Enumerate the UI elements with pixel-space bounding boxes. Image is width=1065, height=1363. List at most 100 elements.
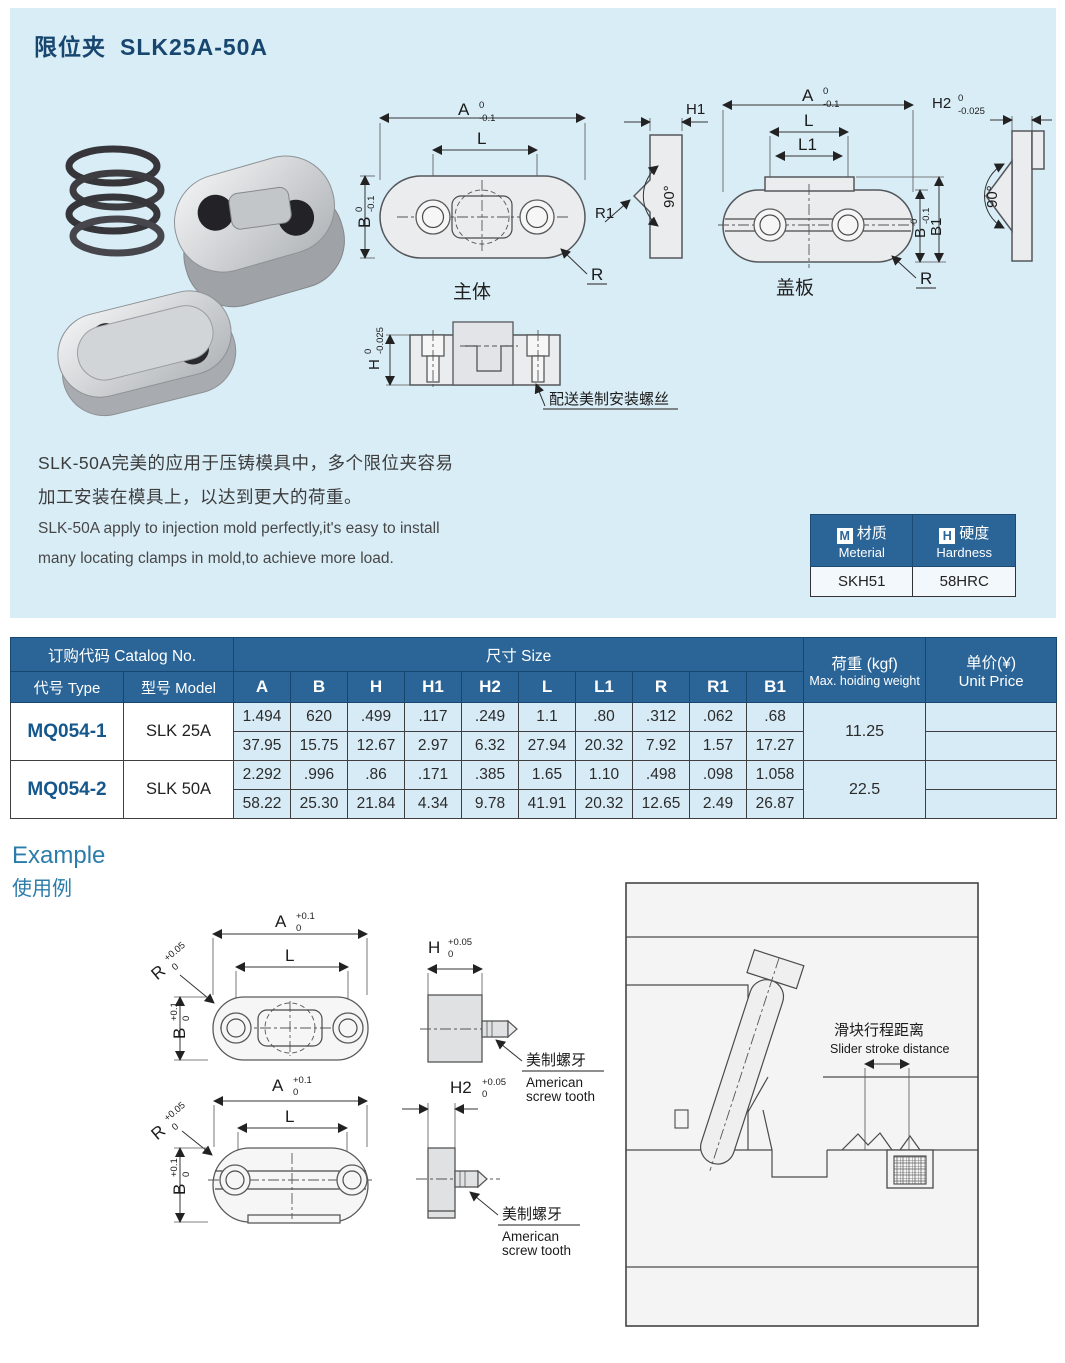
screw-note-cn: 美制螺牙 (502, 1206, 562, 1223)
hardness-label-cn: 硬度 (959, 524, 990, 542)
dim-H-tol-top: 0 (363, 349, 374, 354)
dim-B: B (912, 228, 929, 238)
desc-en-1: SLK-50A apply to injection mold perfectl… (38, 520, 440, 537)
price-cell (925, 702, 1058, 732)
price-cell (925, 731, 1058, 761)
dim-H2-tol-top: 0 (958, 93, 963, 104)
dim-H-tol-bot: -0.025 (375, 327, 386, 354)
cover-plate-photo (57, 290, 237, 417)
dim-L1: L1 (798, 135, 817, 154)
dim-B: B (170, 1028, 189, 1039)
size-value-cell: 26.87 (746, 789, 805, 819)
model-cell: SLK 50A (122, 760, 235, 819)
material-badge-icon: M (836, 527, 853, 544)
table-row: MQ054-1 SLK 25A 1.494 620 .499 .117 .249… (10, 702, 1058, 761)
size-col-H2: H2 (461, 671, 520, 703)
col-header-model: 型号 Model (122, 671, 235, 703)
size-value-cell: .499 (347, 702, 406, 732)
dim-R-tol-top: +0.05 (162, 940, 187, 964)
dim-A-tol-top: 0 (479, 100, 484, 111)
hardness-badge-icon: H (939, 527, 956, 544)
drawing-cover-top: A 0 -0.1 L L1 B 0 -0.1 (718, 86, 946, 299)
size-value-cell: .117 (404, 702, 463, 732)
dim-A-tol-top: +0.1 (296, 911, 315, 922)
dim-B-tol-bot: 0 (181, 1016, 192, 1021)
desc-en-2: many locating clamps in mold,to achieve … (38, 550, 394, 567)
size-value-cell: .996 (290, 760, 349, 790)
dim-H: H (366, 359, 383, 370)
price-cell (925, 789, 1058, 819)
dim-B: B (355, 217, 374, 228)
dim-B-tol-bot: -0.1 (921, 208, 932, 224)
size-value-cell: 15.75 (290, 731, 349, 761)
size-value-cell: 17.27 (746, 731, 805, 761)
angle-pin (700, 948, 805, 1171)
dim-R: R (147, 1121, 169, 1143)
col-header-weight: 荷重 (kgf) Max. hoiding weight (803, 637, 927, 703)
drawing-example-h-block: H +0.05 0 美制螺牙 American screw tooth (420, 937, 604, 1104)
dim-A: A (802, 86, 814, 105)
dim-L: L (285, 1107, 294, 1126)
dim-R: R (591, 265, 603, 284)
dim-A-tol-bot: 0 (293, 1087, 298, 1098)
dim-B-tol-top: 0 (354, 207, 365, 212)
dim-L: L (804, 111, 813, 130)
size-value-cell: 12.67 (347, 731, 406, 761)
dim-H1: H1 (686, 101, 705, 118)
size-value-cell: .80 (575, 702, 634, 732)
size-value-cell: 9.78 (461, 789, 520, 819)
weight-en: Max. hoiding weight (809, 674, 920, 688)
drawing-cover-side: H2 0 -0.025 90° (932, 93, 1052, 262)
dim-B-tol-top: +0.1 (169, 1002, 180, 1021)
size-col-B: B (290, 671, 349, 703)
price-en: Unit Price (958, 672, 1024, 690)
dim-R-tol-top: +0.05 (162, 1100, 187, 1124)
drawing-front-section: H 0 -0.025 配送美制安装螺丝 (363, 321, 678, 410)
size-value-cell: 1.10 (575, 760, 634, 790)
size-value-cell: .098 (689, 760, 748, 790)
dim-B-tol-bot: 0 (181, 1172, 192, 1177)
type-cell: MQ054-1 (10, 702, 124, 761)
size-value-cell: .385 (461, 760, 520, 790)
dim-A-tol-bot: -0.1 (479, 113, 495, 124)
size-col-A: A (233, 671, 292, 703)
size-col-R1: R1 (689, 671, 748, 703)
dim-L: L (477, 129, 486, 148)
dim-R1: R1 (595, 205, 614, 222)
size-value-cell: .171 (404, 760, 463, 790)
screw-note-en1: American (526, 1075, 583, 1090)
slider-stroke-label-cn: 滑块行程距离 (834, 1022, 924, 1039)
desc-cn-1: SLK-50A完美的应用于压铸模具中，多个限位夹容易 (38, 453, 454, 473)
drawing-example-h2-block: H2 +0.05 0 美制螺牙 American screw tooth (402, 1077, 580, 1258)
clamp-in-mold (886, 1149, 934, 1189)
col-header-price: 单价(¥) Unit Price (925, 637, 1058, 703)
table-row: 58.22 25.30 21.84 4.34 9.78 41.91 20.32 … (11, 789, 1058, 819)
drawing-example-body-top: A +0.1 0 L R +0.05 0 B +0.1 0 (147, 911, 369, 1061)
size-value-cell: 2.292 (233, 760, 292, 790)
size-col-R: R (632, 671, 691, 703)
type-cell: MQ054-2 (10, 760, 124, 819)
size-value-cell: .249 (461, 702, 520, 732)
size-col-L1: L1 (575, 671, 634, 703)
size-value-cell: 620 (290, 702, 349, 732)
page-title-cn: 限位夹 (34, 34, 106, 60)
dim-L: L (285, 946, 294, 965)
desc-cn-2: 加工安装在模具上，以达到更大的荷重。 (38, 487, 362, 507)
weight-cell: 11.25 (803, 702, 927, 761)
size-col-H1: H1 (404, 671, 463, 703)
price-cn: 单价(¥) (966, 654, 1017, 672)
size-col-L: L (518, 671, 577, 703)
size-value-cell: .68 (746, 702, 805, 732)
dim-H2: H2 (450, 1078, 472, 1097)
dim-H: H (428, 938, 440, 957)
material-label-en: Meterial (838, 544, 885, 560)
size-value-cell: .86 (347, 760, 406, 790)
dim-A-tol-bot: -0.1 (823, 99, 839, 110)
dim-A: A (272, 1076, 284, 1095)
col-header-size: 尺寸 Size (233, 637, 805, 672)
slider-stroke-label-en: Slider stroke distance (830, 1042, 950, 1056)
col-header-type: 代号 Type (10, 671, 124, 703)
